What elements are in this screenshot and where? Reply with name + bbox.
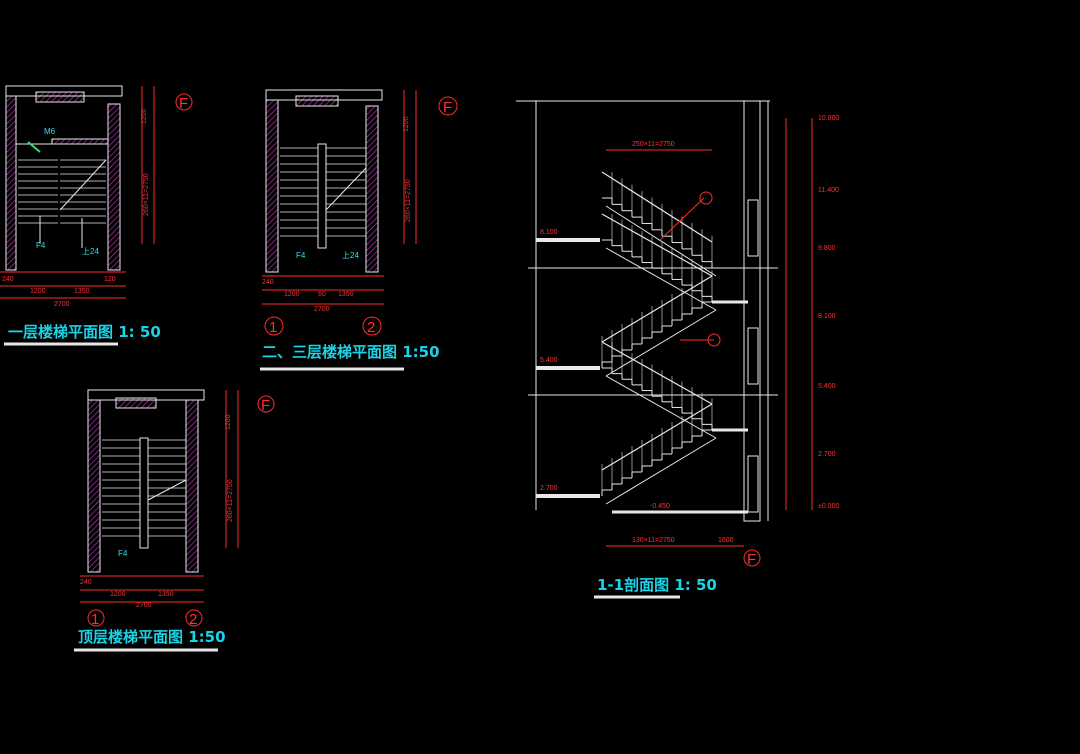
title-plan-first: 一层楼梯平面图 1: 50: [8, 323, 161, 341]
stair-treads-top: [102, 439, 186, 537]
svg-text:11.400: 11.400: [818, 187, 839, 194]
svg-text:8.100: 8.100: [818, 313, 836, 320]
title-section: 1-1剖面图 1: 50: [597, 576, 717, 594]
linework: [605, 205, 717, 277]
axis-1-mid: 1: [269, 319, 277, 336]
door-swing-mark: [27, 141, 41, 153]
title-plan-mid: 二、三层楼梯平面图 1:50: [262, 343, 440, 361]
section-1-1: 250×11=2750 130×11=2750 1600 10.800 11.4…: [516, 100, 840, 599]
axis-f-section: F: [747, 551, 756, 568]
label-m6: M6: [44, 127, 56, 136]
svg-text:9.800: 9.800: [818, 245, 836, 252]
svg-text:2.700: 2.700: [540, 485, 558, 492]
label-up-mid: F4: [296, 251, 306, 260]
svg-text:1350: 1350: [338, 291, 354, 298]
svg-text:5.400: 5.400: [818, 383, 836, 390]
linework: [605, 309, 717, 377]
svg-text:250×11=2750: 250×11=2750: [632, 141, 675, 148]
linework: [601, 403, 713, 471]
linework: [601, 213, 713, 277]
svg-text:1200: 1200: [284, 291, 300, 298]
plan-top-floor: F4 240 1200 1350 2700 1200 260×11=2750 F…: [74, 389, 275, 652]
label-down-mid: 上24: [342, 251, 359, 260]
svg-text:1350: 1350: [74, 288, 90, 295]
svg-text:1200: 1200: [110, 591, 126, 598]
plan-mid-floors: F4 上24 240 1200 60 1350 2700 1200 260×11…: [260, 89, 458, 371]
axis-f-mid: F: [443, 99, 452, 116]
svg-text:10.800: 10.800: [818, 115, 840, 122]
svg-text:240: 240: [2, 276, 14, 283]
svg-text:1350: 1350: [158, 591, 174, 598]
svg-text:1200: 1200: [30, 288, 46, 295]
label-down-first: 上24: [82, 247, 99, 256]
svg-text:60: 60: [318, 291, 326, 298]
svg-text:1200: 1200: [141, 108, 148, 124]
axis-f-top: F: [261, 397, 270, 414]
linework: [605, 375, 717, 439]
svg-text:2700: 2700: [136, 602, 152, 609]
svg-text:5.400: 5.400: [540, 357, 558, 364]
svg-text:260×11=2750: 260×11=2750: [405, 179, 412, 222]
svg-text:240: 240: [80, 579, 92, 586]
svg-text:130×11=2750: 130×11=2750: [632, 537, 675, 544]
section-flights: [601, 171, 717, 505]
svg-text:240: 240: [262, 279, 274, 286]
label-up-first: F4: [36, 241, 46, 250]
linework: [605, 437, 717, 505]
axis-2-top: 2: [189, 611, 197, 628]
svg-text:260×11=2750: 260×11=2750: [227, 479, 234, 522]
linework: [601, 275, 713, 343]
label-up-top: F4: [118, 549, 128, 558]
svg-text:260×11=2750: 260×11=2750: [143, 173, 150, 216]
axis-2-mid: 2: [367, 319, 375, 336]
title-plan-top: 顶层楼梯平面图 1:50: [78, 628, 226, 646]
linework: [601, 341, 713, 405]
plan-first-floor: M6 F4 上24 240 1200 1350 2700 120 1200 26…: [0, 85, 193, 346]
svg-text:2700: 2700: [314, 306, 330, 313]
svg-text:1200: 1200: [225, 414, 232, 430]
axis-1-top: 1: [91, 611, 99, 628]
svg-text:1600: 1600: [718, 537, 734, 544]
svg-text:8.100: 8.100: [540, 229, 558, 236]
svg-text:1200: 1200: [403, 116, 410, 132]
stair-treads-first: [18, 159, 106, 224]
svg-text:±0.000: ±0.000: [818, 503, 839, 510]
svg-text:2.700: 2.700: [818, 451, 836, 458]
svg-text:2700: 2700: [54, 301, 70, 308]
svg-text:-0.450: -0.450: [650, 503, 670, 510]
svg-text:120: 120: [104, 276, 116, 283]
axis-f-first: F: [179, 95, 188, 112]
linework: [601, 171, 713, 243]
stair-treads-mid: [280, 147, 366, 237]
linework: [605, 247, 717, 311]
